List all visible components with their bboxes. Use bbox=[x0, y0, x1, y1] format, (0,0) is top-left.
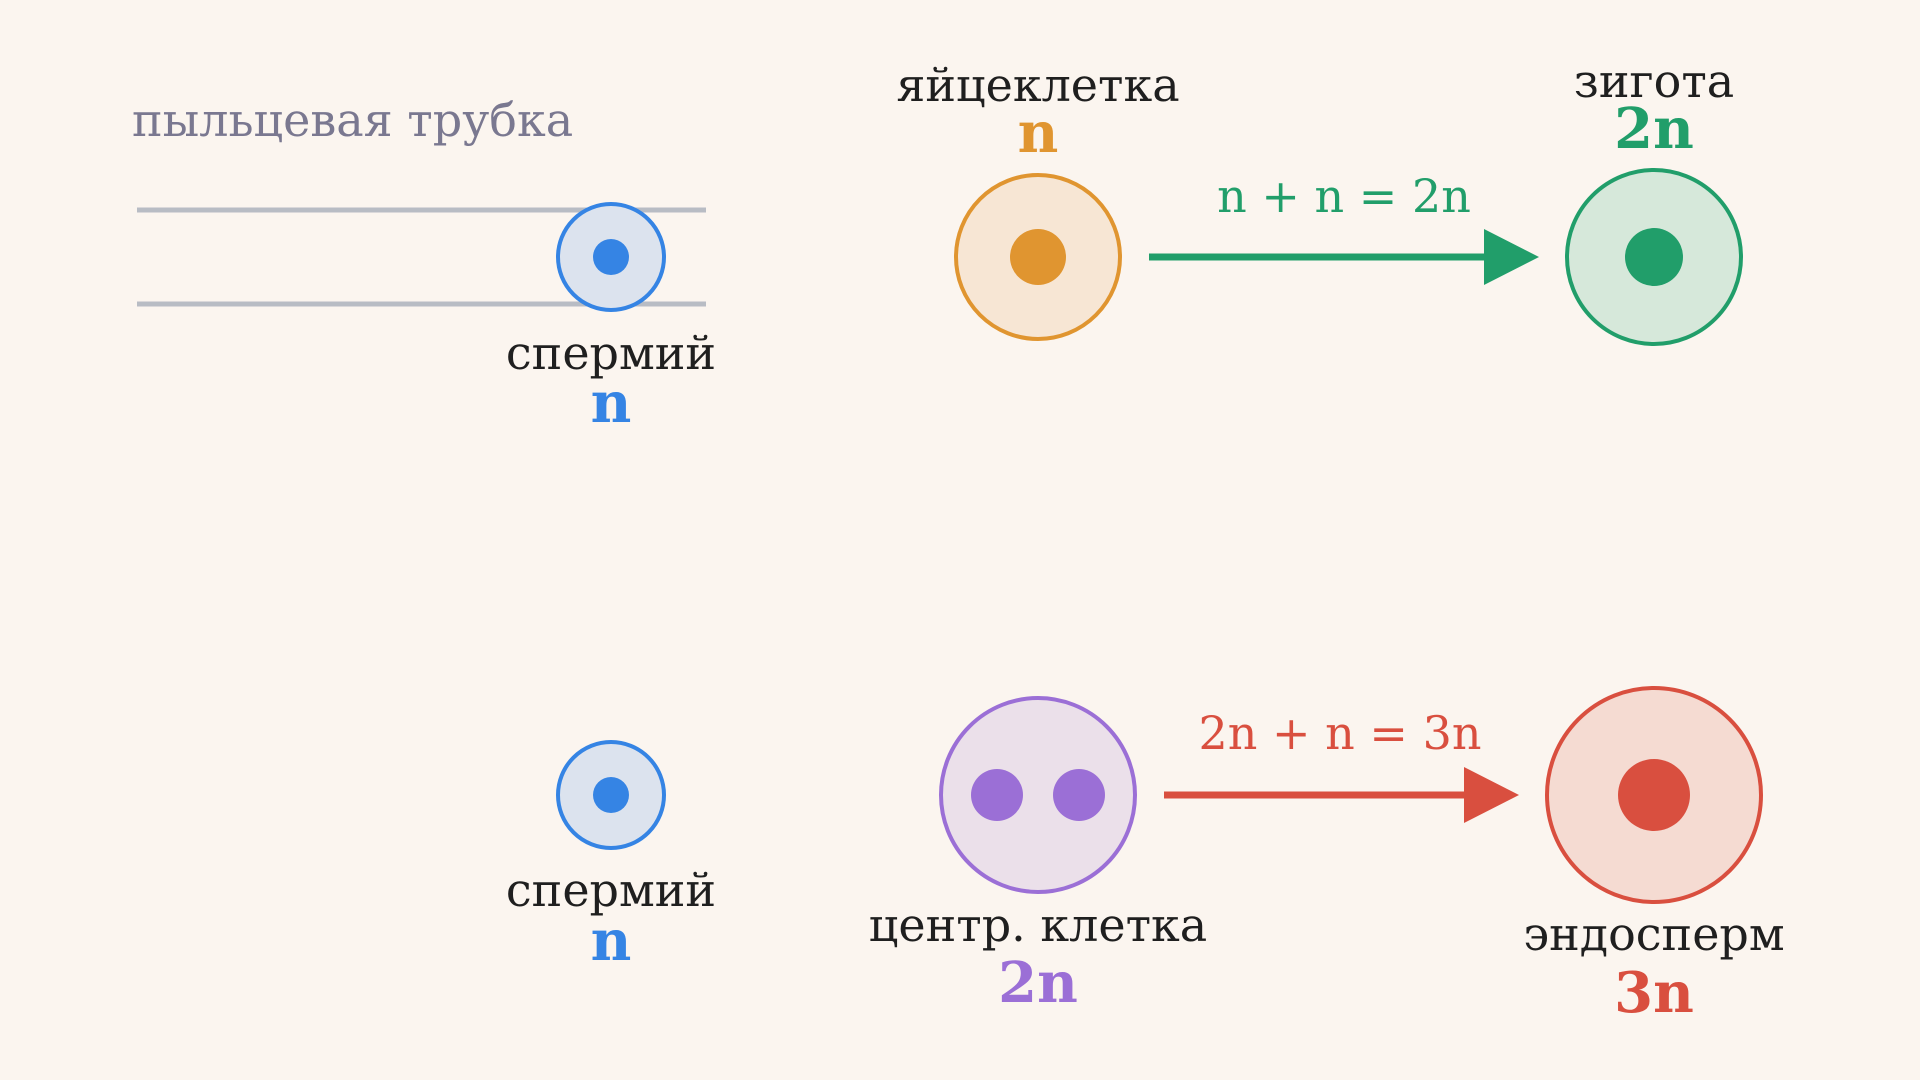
central-cell-nucleus-left bbox=[971, 769, 1023, 821]
sperm-bottom-ploidy: n bbox=[591, 908, 632, 974]
endosperm-nucleus bbox=[1618, 759, 1690, 831]
fusion-arrow-bottom: 2n + n = 3n bbox=[1164, 706, 1519, 823]
endosperm-cell: эндосперм 3n bbox=[1523, 686, 1785, 1026]
zygote-nucleus bbox=[1625, 228, 1683, 286]
central-cell: центр. клетка 2n bbox=[869, 696, 1207, 1016]
egg-cell-nucleus bbox=[1010, 229, 1066, 285]
fusion-bottom-arrow-head bbox=[1464, 767, 1519, 823]
zygote-cell: зигота 2n bbox=[1565, 54, 1743, 346]
fusion-arrow-top: n + n = 2n bbox=[1149, 169, 1539, 285]
sperm-bottom-label: спермий bbox=[506, 863, 716, 917]
egg-cell: яйцеклетка n bbox=[896, 58, 1180, 341]
central-cell-membrane bbox=[939, 696, 1137, 894]
central-cell-label: центр. клетка bbox=[869, 898, 1207, 952]
pollen-tube: пыльцевая трубка bbox=[132, 93, 706, 307]
egg-ploidy: n bbox=[1018, 100, 1059, 166]
sperm-cell-top-nucleus bbox=[593, 239, 629, 275]
sperm-top-ploidy: n bbox=[591, 370, 632, 436]
central-cell-ploidy: 2n bbox=[998, 950, 1078, 1016]
sperm-top-label: спермий bbox=[506, 326, 716, 380]
endosperm-ploidy: 3n bbox=[1614, 960, 1694, 1026]
sperm-cell-top: спермий n bbox=[506, 202, 716, 436]
fusion-top-equation: n + n = 2n bbox=[1217, 169, 1471, 223]
fusion-bottom-equation: 2n + n = 3n bbox=[1199, 706, 1482, 760]
fusion-top-arrow-head bbox=[1484, 229, 1539, 285]
central-cell-nucleus-right bbox=[1053, 769, 1105, 821]
zygote-ploidy: 2n bbox=[1614, 96, 1694, 162]
zygote-label: зигота bbox=[1574, 54, 1734, 108]
sperm-cell-bottom-nucleus bbox=[593, 777, 629, 813]
pollen-tube-label: пыльцевая трубка bbox=[132, 93, 573, 147]
sperm-cell-bottom: спермий n bbox=[506, 740, 716, 974]
egg-label: яйцеклетка bbox=[896, 58, 1179, 112]
endosperm-label: эндосперм bbox=[1523, 907, 1784, 961]
